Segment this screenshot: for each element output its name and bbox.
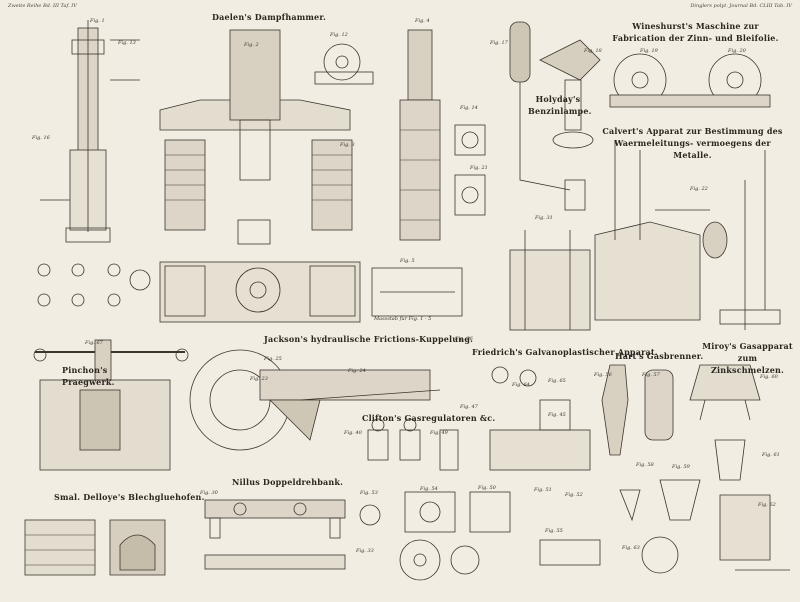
fig-label: Fig. 65	[548, 378, 566, 384]
fig-label: Fig. 22	[690, 186, 708, 192]
fig-label: Fig. 64	[512, 382, 530, 388]
fig-label: Fig. 3	[340, 142, 355, 148]
fig-label: Fig. 33	[356, 548, 374, 554]
title-calvert: Calvert's Apparat zur Bestimmung des Wae…	[602, 126, 783, 160]
fig-label: Fig. 17	[490, 40, 508, 46]
title-nillus: Nillus Doppeldrehbank.	[232, 477, 344, 487]
fig-label: Fig. 54	[420, 486, 438, 492]
fig-label: Fig. 51	[534, 487, 552, 493]
title-friedrich: Friedrich's Galvanoplastischer Apparat.	[472, 347, 658, 357]
valve-parts	[454, 124, 486, 216]
fig-label: Fig. 18	[584, 48, 602, 54]
fig-label: Fig. 50	[478, 485, 496, 491]
fig-label: Fig. 61	[762, 452, 780, 458]
fig-label: Fig. 40	[344, 430, 362, 436]
steam-hammer	[159, 29, 353, 245]
title-holyday: Holyday's Benzinlampe.	[528, 94, 592, 116]
fig-label: Fig. 30	[200, 490, 218, 496]
fig-label: Fig. 58	[636, 462, 654, 468]
title-clifton: Clifton's Gasregulatoren &c.	[362, 413, 496, 423]
fig-label: Fig. 1	[90, 18, 105, 24]
fig-label: Fig. 67	[85, 340, 103, 346]
title-jackson: Jackson's hydraulische Frictions-Kuppelu…	[264, 334, 474, 344]
fig-label: Fig. 14	[460, 105, 478, 111]
fig-label: Fig. 13	[118, 40, 136, 46]
fig-label: Fig. 45	[548, 412, 566, 418]
steam-column-right	[399, 29, 441, 241]
scale-label: Massstab fur Fig. 1 - 5	[374, 316, 432, 322]
fig-label: Fig. 47	[460, 404, 478, 410]
fig-label: Fig. 4	[415, 18, 430, 24]
friction-coupling	[189, 349, 441, 451]
fig-label: Fig. 59	[672, 464, 690, 470]
fig-label: Fig. 5	[400, 258, 415, 264]
plate-header-left: Zweite Reihe Bd. III Taf. IV	[8, 3, 77, 9]
gas-burner	[601, 364, 674, 456]
title-pinchon: Pinchon's Praegwerk.	[62, 365, 115, 387]
title-hart: Hart's Gasbrenner.	[615, 351, 704, 361]
title-wineshurst: Wineshurst's Maschine zur Fabrication de…	[612, 21, 779, 43]
fig-label: Fig. 52	[565, 492, 583, 498]
fig-label: Fig. 12	[330, 32, 348, 38]
fig-label: Fig. 25	[264, 356, 282, 362]
galvano-apparatus	[489, 366, 591, 471]
gas-regulators	[367, 418, 459, 471]
fig-label: Fig. 21	[470, 165, 488, 171]
regulator-mechanisms	[359, 491, 601, 581]
fig-label: Fig. 31	[535, 215, 553, 221]
fig-label: Fig. 53	[360, 490, 378, 496]
fig-label: Fig. 16	[32, 135, 50, 141]
calvert-apparatus	[594, 140, 781, 330]
fig-label: Fig. 24	[348, 368, 366, 374]
column-base-plan	[371, 267, 463, 317]
title-smal: Smal. Delloye's Blechgluehofen.	[54, 492, 205, 502]
flywheel-fig13	[314, 43, 374, 85]
plate-header-right: Dinglers polyt. Journal Bd. CLIII Tab. I…	[690, 3, 792, 9]
fig-label: Fig. 55	[545, 528, 563, 534]
fig-label: Fig. 20	[728, 48, 746, 54]
fig-label: Fig. 60	[760, 374, 778, 380]
fig-label: Fig. 57	[642, 372, 660, 378]
fig-label: Fig. 19	[640, 48, 658, 54]
hammer-base-plan	[159, 261, 361, 323]
fig-label: Fig. 26	[455, 336, 473, 342]
benzine-lamp	[509, 21, 601, 211]
fig-label: Fig. 56	[594, 372, 612, 378]
fig-label: Fig. 23	[250, 376, 268, 382]
zinc-melting-apparatus	[689, 364, 761, 481]
annealing-furnace	[24, 519, 166, 576]
title-dampfhammer: Daelen's Dampfhammer.	[212, 12, 327, 22]
title-miroy: Miroy's Gasapparat zum Zinkschmelzen.	[702, 341, 793, 375]
lower-right-apparatus	[619, 479, 790, 574]
fig-label: Fig. 2	[244, 42, 259, 48]
fig-label: Fig. 49	[430, 430, 448, 436]
coining-press	[33, 339, 189, 471]
steam-column-left	[40, 20, 140, 243]
tin-foil-machine	[609, 53, 771, 108]
double-lathe	[204, 499, 346, 570]
fig-label: Fig. 63	[622, 545, 640, 551]
small-fittings	[37, 263, 151, 307]
galvano-tank	[509, 230, 591, 331]
fig-label: Fig. 62	[758, 502, 776, 508]
